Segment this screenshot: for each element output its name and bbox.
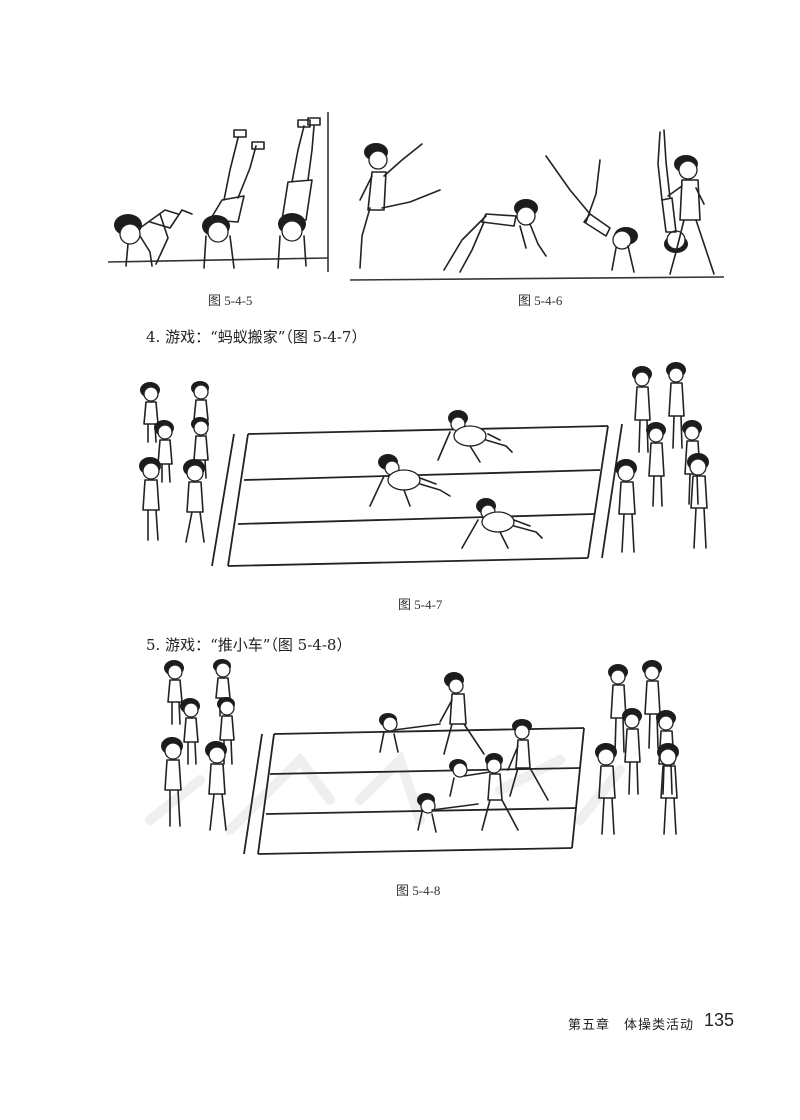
footer-chapter-title: 第五章 体操类活动	[568, 1018, 695, 1033]
crawling-pair-3	[461, 498, 543, 549]
figure-5-4-5-caption: 图 5-4-5	[208, 293, 253, 308]
wheelbarrow-pair-1	[379, 672, 485, 755]
game-4-heading: 4. 游戏：“蚂蚁搬家”（图 5-4-7）	[146, 328, 367, 346]
field-lanes-2	[243, 727, 585, 855]
crawling-pair-2	[369, 454, 451, 507]
child-cartwheel-start-figure	[359, 143, 441, 269]
left-team-group-2	[161, 659, 235, 831]
figure-5-4-7-caption: 图 5-4-7	[398, 597, 443, 612]
field-lanes	[211, 423, 623, 567]
child-cartwheel-mid-figure	[545, 155, 638, 273]
game-5-heading: 5. 游戏：“推小车”（图 5-4-8）	[146, 636, 352, 654]
crawling-pair-1	[437, 410, 513, 463]
figure-5-4-8-caption: 图 5-4-8	[396, 883, 441, 898]
wheelbarrow-pair-2	[449, 719, 549, 831]
left-team-group	[139, 381, 209, 543]
child-crouch-figure	[114, 209, 193, 267]
child-handstand-figure-1	[202, 129, 265, 269]
right-team-group	[615, 362, 709, 553]
figure-5-4-6-caption: 图 5-4-6	[518, 293, 563, 308]
wheelbarrow-pair-3	[417, 793, 479, 833]
child-handstand-figure-2	[277, 117, 321, 269]
child-cartwheel-bend-figure	[443, 199, 547, 273]
child-supported-handstand-figure	[657, 129, 715, 275]
right-team-group-2	[595, 660, 679, 835]
page-number: 135	[704, 1010, 735, 1030]
watermark-strokes	[145, 750, 625, 835]
